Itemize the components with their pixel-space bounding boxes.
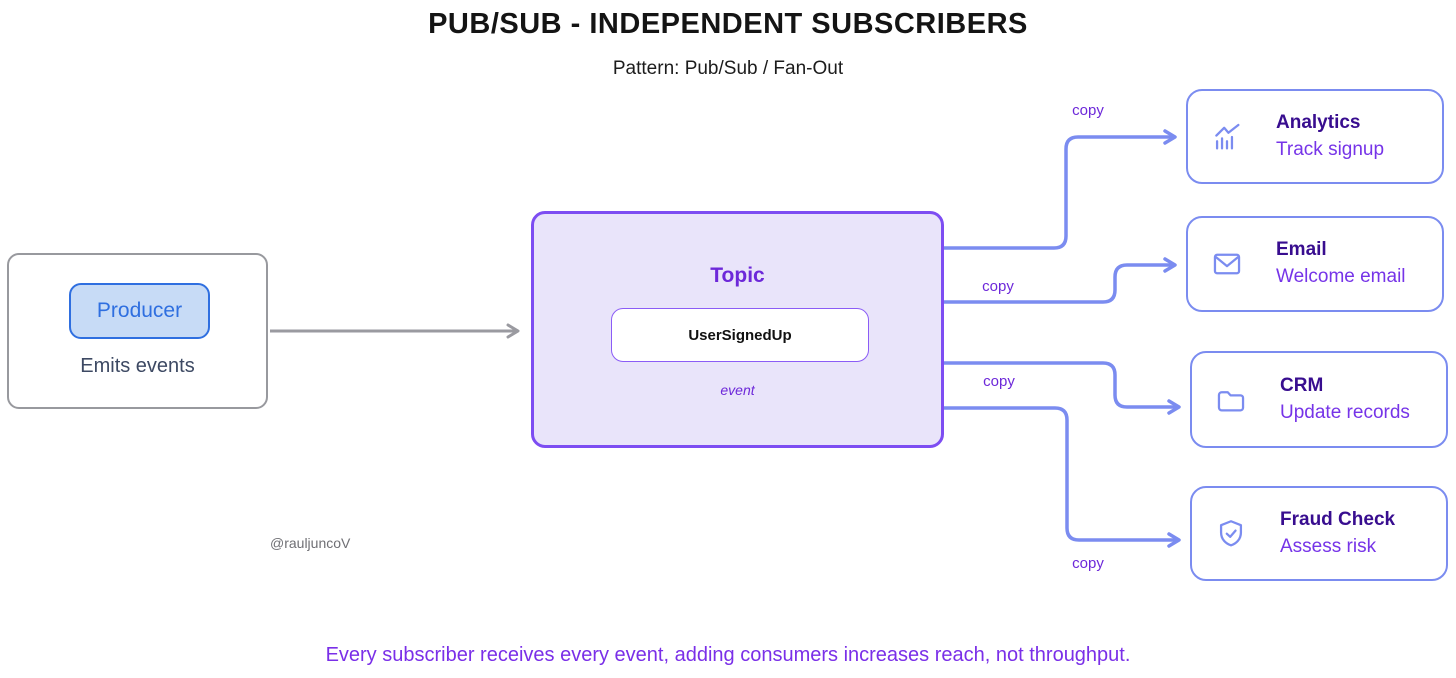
shield-check-icon [1214, 517, 1248, 551]
subscriber-title: Fraud Check [1280, 508, 1396, 530]
folder-icon [1214, 383, 1248, 417]
page-title: PUB/SUB - INDEPENDENT SUBSCRIBERS [428, 8, 1028, 40]
edge-label-copy-analytics: copy [1072, 102, 1104, 119]
bar-chart-icon [1210, 120, 1244, 154]
producer-description: Emits events [80, 355, 195, 377]
edge-label-copy-email: copy [982, 278, 1014, 295]
edge-topic-to-email [944, 257, 1177, 304]
event-node[interactable]: UserSignedUp [611, 308, 869, 362]
subscriber-card-fraud-check[interactable]: Fraud Check Assess risk [1190, 486, 1448, 581]
producer-node[interactable]: Producer Emits events [7, 253, 268, 409]
subscriber-subtitle: Track signup [1276, 138, 1385, 160]
topic-title: Topic [710, 264, 765, 287]
topic-node[interactable]: Topic UserSignedUp event [531, 211, 944, 448]
edge-label-copy-crm: copy [983, 373, 1015, 390]
event-type-label: event [720, 382, 755, 398]
edge-topic-to-fraud [944, 406, 1181, 548]
subscriber-card-analytics[interactable]: Analytics Track signup [1186, 89, 1444, 184]
author-handle: @rauljuncoV [270, 535, 351, 551]
subscriber-card-email[interactable]: Email Welcome email [1186, 216, 1444, 312]
edge-topic-to-analytics [944, 129, 1177, 250]
edge-topic-to-crm [944, 361, 1181, 415]
envelope-icon [1210, 247, 1244, 281]
subscriber-subtitle: Assess risk [1280, 535, 1377, 557]
subscriber-title: CRM [1280, 374, 1324, 396]
edge-label-copy-fraud: copy [1072, 555, 1104, 572]
subscriber-subtitle: Welcome email [1276, 266, 1406, 287]
subscriber-subtitle: Update records [1280, 401, 1410, 423]
producer-button[interactable]: Producer [69, 283, 210, 339]
subscriber-title: Analytics [1276, 111, 1361, 133]
bottom-caption: Every subscriber receives every event, a… [325, 644, 1131, 666]
subscriber-title: Email [1276, 239, 1327, 261]
subscriber-card-crm[interactable]: CRM Update records [1190, 351, 1448, 448]
page-subtitle: Pattern: Pub/Sub / Fan-Out [612, 58, 844, 79]
